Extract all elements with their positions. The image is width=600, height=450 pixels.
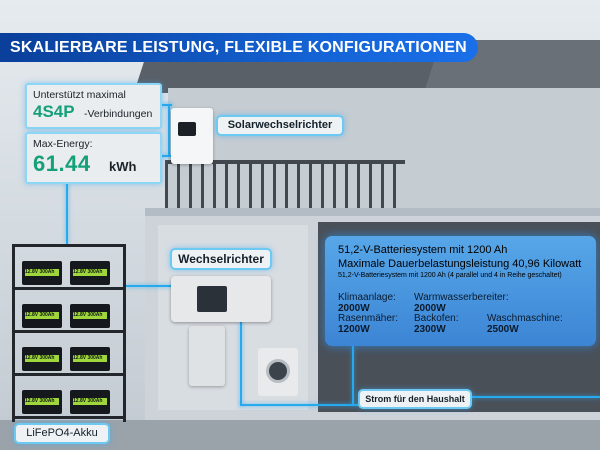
rack-shelf [12, 416, 126, 419]
battery-module-label: 12.8V 300Ah [73, 355, 107, 362]
appliance-ac: Klimaanlage: 2000W [338, 292, 396, 314]
appliance-name: Klimaanlage: [338, 292, 396, 303]
energy-label: Max-Energy: [33, 138, 93, 150]
inverter-base-unit [189, 326, 225, 386]
washing-machine-door [266, 359, 290, 383]
rack-shelf [12, 287, 126, 290]
connections-value: 4S4P [33, 102, 75, 121]
connector-line [158, 155, 172, 157]
connector-line [168, 104, 170, 156]
rack-shelf [12, 244, 126, 247]
connector-line [126, 285, 172, 287]
appliance-washing-machine: Waschmaschine: 2500W [487, 313, 563, 335]
connections-suffix: -Verbindungen [84, 108, 153, 120]
connector-line [66, 180, 68, 244]
battery-module-label: 12.8V 300Ah [73, 398, 107, 405]
battery-module-label: 12.8V 300Ah [73, 312, 107, 319]
appliance-lawnmower: Rasenmäher: 1200W [338, 313, 398, 335]
inverter-screen [197, 286, 227, 312]
battery-module: 12.8V 300Ah [70, 304, 110, 328]
appliance-power: 2500W [487, 324, 519, 335]
appliance-power: 2000W [338, 303, 370, 314]
energy-value: 61.44 [33, 151, 91, 176]
max-load-text: Maximale Dauerbelastungsleistung 40,96 K… [338, 258, 582, 270]
connections-prefix: Unterstützt maximal [33, 89, 126, 101]
appliance-name: Rasenmäher: [338, 313, 399, 324]
connections-info-box: Unterstützt maximal 4S4P -Verbindungen [25, 83, 162, 129]
appliance-name: Waschmaschine: [487, 313, 563, 324]
battery-module-label: 12.8V 300Ah [25, 355, 59, 362]
energy-info-box: Max-Energy: 61.44 kWh [25, 132, 162, 184]
appliance-oven: Backofen: 2300W [414, 313, 458, 335]
system-info-panel [325, 236, 596, 346]
inverter-label: Wechselrichter [170, 248, 272, 270]
solar-inverter-screen [178, 122, 196, 136]
battery-module-label: 12.8V 300Ah [25, 269, 59, 276]
balcony-railing [165, 160, 405, 214]
system-capacity-text: 51,2-V-Batteriesystem mit 1200 Ah [338, 244, 508, 256]
page-title: SKALIERBARE LEISTUNG, FLEXIBLE KONFIGURA… [0, 33, 478, 62]
connector-line [240, 404, 358, 406]
appliance-name: Backofen: [414, 313, 459, 324]
solar-inverter-label: Solarwechselrichter [216, 115, 344, 136]
appliance-power: 2000W [414, 303, 446, 314]
battery-label: LiFePO4-Akku [14, 423, 110, 444]
floor-divider [145, 208, 600, 216]
battery-module: 12.8V 300Ah [22, 390, 62, 414]
battery-module: 12.8V 300Ah [70, 347, 110, 371]
connector-line [352, 346, 354, 406]
solar-inverter-device [171, 108, 213, 164]
appliance-name: Warmwasserbereiter: [414, 292, 509, 303]
connector-line [468, 396, 600, 398]
rack-shelf [12, 330, 126, 333]
battery-module: 12.8V 300Ah [70, 390, 110, 414]
connector-line [240, 322, 242, 406]
battery-module-label: 12.8V 300Ah [25, 312, 59, 319]
battery-module-label: 12.8V 300Ah [73, 269, 107, 276]
appliance-power: 2300W [414, 324, 446, 335]
configuration-text: 51,2-V-Batteriesystem mit 1200 Ah (4 par… [338, 272, 562, 279]
battery-module-label: 12.8V 300Ah [25, 398, 59, 405]
battery-module: 12.8V 300Ah [22, 347, 62, 371]
household-power-label: Strom für den Haushalt [358, 389, 472, 409]
rack-shelf [12, 373, 126, 376]
battery-module: 12.8V 300Ah [22, 304, 62, 328]
battery-module: 12.8V 300Ah [22, 261, 62, 285]
appliance-water-heater: Warmwasserbereiter: 2000W [414, 292, 509, 314]
connector-line [158, 104, 172, 106]
battery-module: 12.8V 300Ah [70, 261, 110, 285]
energy-unit: kWh [109, 159, 137, 174]
appliance-power: 1200W [338, 324, 370, 335]
battery-rack [12, 244, 126, 422]
